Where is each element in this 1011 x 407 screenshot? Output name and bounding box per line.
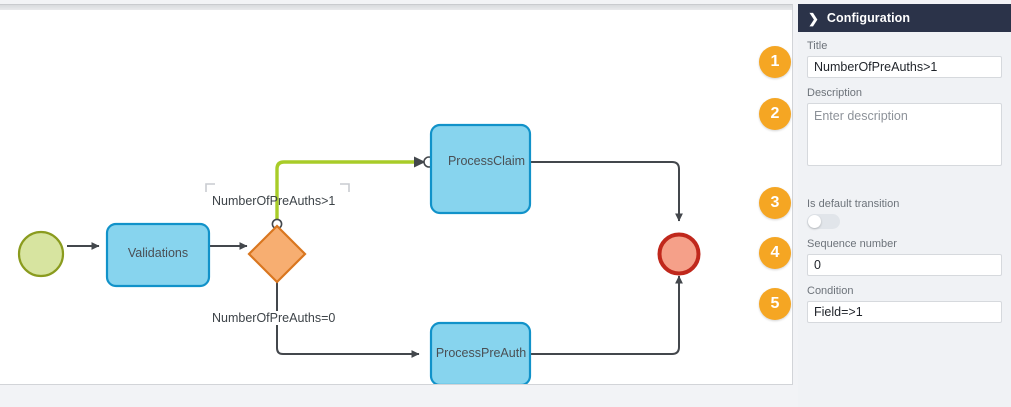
- edge-processpreauth-to-end[interactable]: [530, 275, 683, 355]
- edge-gateway-to-processpreauth[interactable]: [276, 273, 420, 358]
- field-condition: Condition: [807, 285, 1002, 323]
- start-event[interactable]: [17, 230, 65, 278]
- panel-spacer: [807, 180, 1002, 198]
- configuration-panel-body: Title Description Is default transition …: [798, 32, 1011, 323]
- task-processclaim[interactable]: [429, 123, 532, 215]
- field-is-default-transition: Is default transition: [807, 198, 1002, 229]
- edge-gateway-to-processclaim-selected[interactable]: [271, 156, 435, 230]
- task-validations[interactable]: [105, 222, 211, 288]
- step-badge-1: 1: [759, 46, 791, 78]
- workflow-diagram-svg[interactable]: [0, 5, 793, 385]
- task-validations-label: Validations: [127, 246, 189, 260]
- title-input[interactable]: [807, 56, 1002, 78]
- configuration-panel: ❯ Configuration Title Description Is def…: [798, 4, 1011, 407]
- field-sequence-number-label: Sequence number: [807, 238, 897, 250]
- sequence-number-input[interactable]: [807, 254, 1002, 276]
- chevron-right-icon[interactable]: ❯: [808, 10, 819, 26]
- canvas-top-strip: [0, 5, 792, 10]
- field-title: Title: [807, 40, 1002, 78]
- field-condition-label: Condition: [807, 285, 854, 297]
- configuration-panel-header[interactable]: ❯ Configuration: [798, 4, 1011, 32]
- exclusive-gateway[interactable]: [247, 224, 307, 284]
- toggle-knob: [808, 215, 821, 228]
- configuration-panel-title: Configuration: [826, 11, 911, 25]
- edge-label-preauths-gt-1[interactable]: NumberOfPreAuths>1: [212, 194, 336, 208]
- edge-label-preauths-eq-0[interactable]: NumberOfPreAuths=0: [210, 311, 338, 325]
- step-badge-4: 4: [759, 237, 791, 269]
- task-processclaim-label: ProcessClaim: [447, 154, 526, 168]
- is-default-transition-toggle[interactable]: [807, 214, 840, 229]
- step-badge-2: 2: [759, 98, 791, 130]
- condition-input[interactable]: [807, 301, 1002, 323]
- task-processpreauth[interactable]: [429, 321, 532, 385]
- step-badge-5: 5: [759, 288, 791, 320]
- field-sequence-number: Sequence number: [807, 238, 1002, 276]
- description-textarea[interactable]: [807, 103, 1002, 166]
- task-processpreauth-label: ProcessPreAuth: [435, 346, 527, 360]
- field-description-label: Description: [807, 87, 863, 99]
- workflow-canvas[interactable]: Validations ProcessClaim ProcessPreAuth …: [0, 4, 793, 385]
- step-badge-3: 3: [759, 187, 791, 219]
- end-event[interactable]: [657, 232, 701, 276]
- selection-brackets: [205, 183, 350, 192]
- field-description: Description: [807, 87, 1002, 171]
- field-is-default-transition-label: Is default transition: [807, 198, 900, 210]
- field-title-label: Title: [807, 40, 828, 52]
- edge-processclaim-to-end[interactable]: [530, 161, 683, 222]
